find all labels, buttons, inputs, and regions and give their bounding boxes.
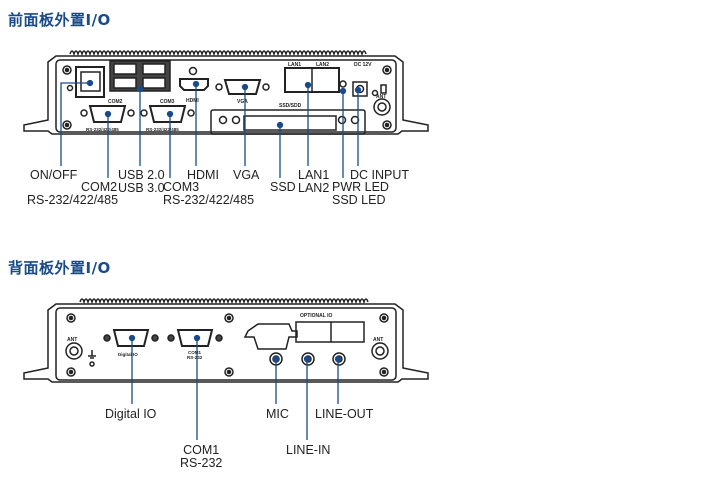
rear-antenna-left: [65, 342, 83, 360]
callout-dc-input: DC INPUT: [350, 168, 410, 182]
dc-jack: [352, 81, 368, 97]
callout-digital-io: Digital IO: [105, 407, 157, 421]
callout-leds: PWR LED SSD LED: [332, 180, 389, 207]
panel-label-com3: COM3: [160, 99, 175, 105]
rear-panel-heading: 背面板外置I/O: [8, 259, 111, 277]
callout-line-out: LINE-OUT: [315, 407, 374, 421]
rear-panel: [23, 298, 429, 383]
panel-label-rs232: RS-232: [187, 355, 203, 360]
leader-on-off: [60, 82, 90, 166]
front-face: [55, 59, 397, 133]
front-panel: [23, 50, 429, 135]
panel-label-digital-io: Digital IO: [118, 352, 138, 357]
front-heatsink-fins: [69, 50, 367, 57]
rear-chassis: [23, 303, 429, 383]
vga-port: [215, 79, 270, 95]
callout-hdmi: HDMI: [187, 168, 219, 182]
panel-label-ant-left: ANT: [67, 337, 77, 343]
panel-label-com2: COM2: [108, 99, 123, 105]
callout-vga: VGA: [233, 168, 260, 182]
com1-port: [167, 329, 223, 347]
com2-port: [80, 105, 135, 123]
rear-antenna-right: [371, 342, 389, 360]
callout-line-in: LINE-IN: [286, 443, 331, 457]
panel-label-vga: VGA: [237, 99, 248, 105]
panel-label-hdmi: HDMI: [186, 98, 199, 104]
ground-icon: [88, 350, 96, 367]
ssd-bay: [210, 109, 366, 135]
rear-face: [55, 307, 397, 381]
front-chassis: [23, 55, 429, 135]
callout-com2: COM2 RS-232/422/485: [27, 180, 119, 207]
rear-leader-lines: [128, 334, 342, 440]
front-antenna: [373, 98, 391, 116]
panel-label-ant: ANT: [376, 94, 386, 100]
com3-port: [140, 105, 195, 123]
callout-lan: LAN1 LAN2: [298, 168, 330, 195]
callout-com1: COM1 RS-232: [180, 443, 223, 470]
panel-label-rs-com3: RS-232/422/485: [146, 127, 179, 132]
optional-io-db9-cutout: [243, 323, 298, 350]
optional-io-slot: [295, 321, 365, 343]
panel-label-lan1: LAN1: [288, 62, 301, 68]
panel-label-com1: COM1: [188, 350, 201, 355]
digital-io-port: [103, 329, 159, 347]
callout-usb: USB 2.0 USB 3.0: [118, 168, 165, 195]
callout-on-off: ON/OFF: [30, 168, 78, 182]
hdmi-port: [179, 78, 209, 91]
front-leader-lines: [60, 79, 362, 178]
callout-mic: MIC: [266, 407, 289, 421]
panel-label-lan2: LAN2: [316, 62, 329, 68]
panel-label-ant-right: ANT: [373, 337, 383, 343]
panel-label-rs-com2: RS-232/422/485: [86, 127, 119, 132]
front-panel-heading: 前面板外置I/O: [8, 11, 111, 29]
panel-label-dc: DC 12V: [354, 62, 372, 68]
panel-label-ssd: SSD/SDD: [279, 103, 302, 109]
callout-com3: COM3 RS-232/422/485: [163, 180, 255, 207]
rear-heatsink-fins: [79, 298, 369, 305]
panel-label-optional-io: OPTIONAL IO: [300, 313, 333, 319]
callout-ssd: SSD: [270, 180, 296, 194]
